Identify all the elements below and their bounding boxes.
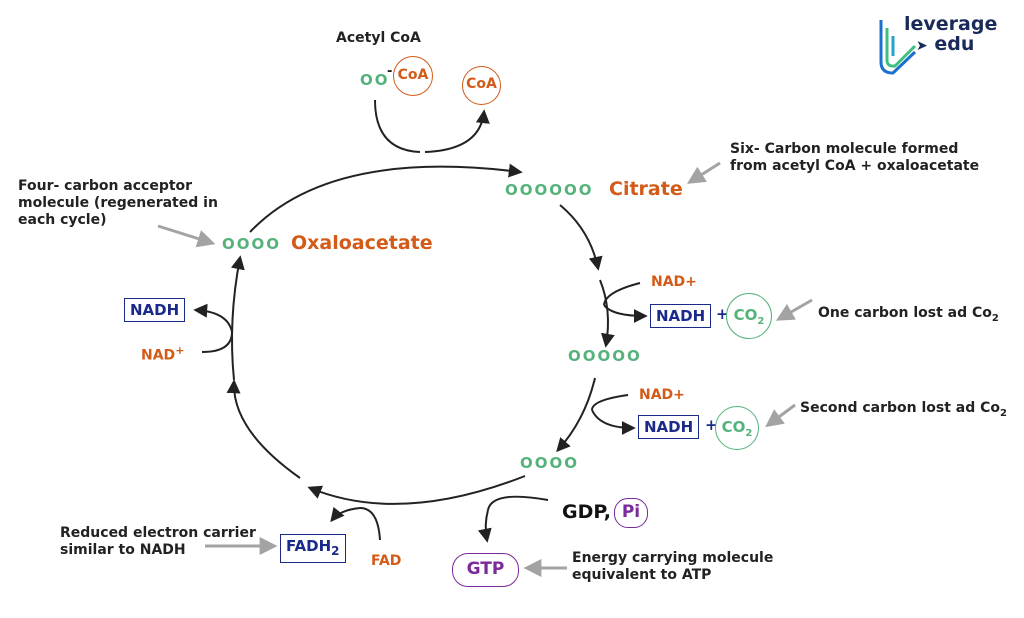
four-carbon-carbons: OOOO (520, 454, 580, 472)
left-nad-text: NAD (141, 347, 176, 364)
step2-co2-text: CO (721, 418, 746, 436)
acetyl-entry-arrow (374, 99, 421, 153)
nadh1-out-arrow (603, 304, 648, 323)
step1-co2-sub: 2 (757, 316, 765, 327)
gdp-in-arrow (487, 495, 549, 511)
one-carbon-note: One carbon lost ad Co2 (818, 288, 999, 327)
released-coa-circle: CoA (462, 66, 501, 105)
logo-line-2-text: edu (934, 33, 975, 55)
left-nad-sup: + (175, 344, 185, 357)
logo-mark-green (885, 28, 917, 68)
fadh2-text: FADH (286, 537, 332, 555)
step2-co2-circle: CO2 (715, 406, 759, 450)
nad2-in-arrow (591, 394, 629, 411)
cycle-arc-to-4c (556, 377, 596, 453)
acetyl-bond: - (387, 64, 393, 79)
branch-arrows (193, 99, 648, 543)
left-nad-label: NAD+ (141, 344, 184, 364)
step2-nadh-box: NADH (638, 415, 700, 439)
oxaloacetate-carbons: OOOO (222, 235, 282, 253)
coa-release-arrow (424, 109, 490, 153)
four-carbon-pointer (157, 224, 216, 248)
six-carbon-pointer (686, 161, 721, 184)
fadh2-sub: 2 (331, 544, 340, 558)
fadh2-out-arrow (330, 506, 361, 523)
step2-nad-label: NAD+ (639, 387, 685, 403)
step1-plus: + (716, 305, 729, 323)
fad-label: FAD (371, 553, 402, 569)
gtp-oval: GTP (452, 553, 519, 587)
gtp-out-arrow (477, 509, 492, 543)
rocket-icon: ➤ (916, 38, 928, 54)
acetyl-carbons: OO (360, 71, 390, 89)
one-carbon-text: One carbon lost ad Co (818, 305, 992, 321)
step1-co2-circle: CO2 (726, 293, 772, 339)
nad-left-in-arrow (201, 331, 233, 353)
pi-oval: Pi (614, 498, 648, 528)
cycle-arc-to-citrate (249, 163, 523, 233)
second-carbon-note: Second carbon lost ad Co2 (800, 383, 1007, 422)
cycle-arc-citrate-to-5c (559, 204, 603, 271)
one-carbon-sub: 2 (991, 312, 999, 324)
step2-co2-sub: 2 (745, 428, 753, 439)
nadh-left-out-arrow (193, 303, 233, 333)
fad-in-arrow (359, 507, 381, 541)
cycle-arc-left-up (226, 379, 301, 479)
fadh2-box: FADH2 (280, 534, 346, 563)
logo-mark-blue (879, 20, 917, 75)
logo-line-1: leverage (904, 13, 998, 35)
four-carbon-note: Four- carbon acceptor molecule (regenera… (18, 178, 218, 228)
logo-line-2: ➤ edu (916, 34, 997, 56)
nadh2-out-arrow (591, 409, 636, 435)
second-carbon-sub: 2 (1000, 407, 1008, 419)
energy-molecule-note: Energy carrying molecule equivalent to A… (572, 550, 774, 583)
citrate-label: Citrate (609, 178, 683, 200)
cycle-arc-5c-down (599, 279, 615, 348)
cycle-arc-left-top (231, 255, 245, 381)
logo-text: leverage ➤ edu (904, 14, 997, 56)
second-carbon-text: Second carbon lost ad Co (800, 400, 1001, 416)
acetyl-coa-circle: CoA (393, 56, 433, 96)
left-nadh-box: NADH (124, 298, 186, 322)
cycle-arc-bottom (307, 475, 526, 505)
gdp-label: GDP, (562, 501, 612, 523)
six-carbon-note: Six- Carbon molecule formed from acetyl … (730, 141, 980, 174)
nad1-in-arrow (603, 282, 641, 306)
oxaloacetate-label: Oxaloacetate (291, 232, 433, 254)
citrate-carbons: OOOOOO (505, 181, 594, 199)
step1-co2-text: CO (733, 306, 758, 324)
step2-plus: + (705, 416, 718, 434)
leverage-edu-logo (879, 20, 917, 75)
cycle-path (226, 163, 615, 505)
second-carbon-pointer (765, 403, 796, 428)
annotation-arrows (157, 161, 813, 577)
step1-nadh-box: NADH (650, 304, 712, 328)
reduced-carrier-note: Reduced electron carrier similar to NADH (60, 525, 256, 558)
acetyl-coa-label: Acetyl CoA (336, 30, 421, 46)
step1-nad-label: NAD+ (651, 274, 697, 290)
one-carbon-pointer (775, 298, 813, 321)
five-carbon-carbons: OOOOO (568, 347, 642, 365)
